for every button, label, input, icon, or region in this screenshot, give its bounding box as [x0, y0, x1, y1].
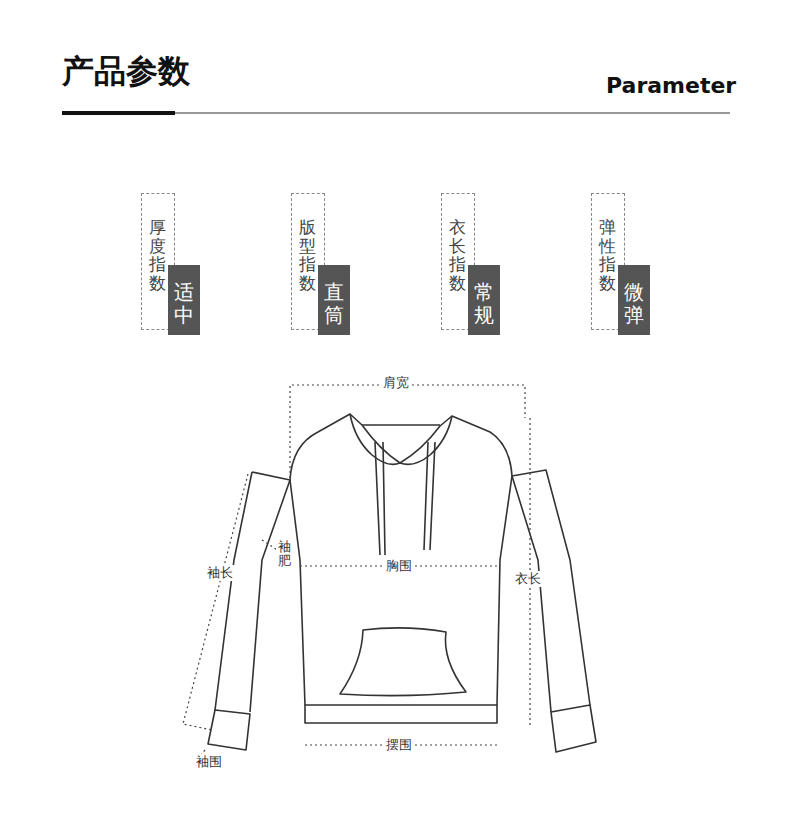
index-value: 适中 — [168, 265, 200, 335]
index-box: 版型指数直筒 — [291, 193, 325, 330]
index-value: 微弹 — [618, 265, 650, 335]
index-box: 衣长指数常规 — [441, 193, 475, 330]
rule-accent — [62, 111, 175, 115]
index-value: 直筒 — [318, 265, 350, 335]
dimension-label: 袖肥 — [276, 540, 293, 569]
index-value: 常规 — [468, 265, 500, 335]
subtitle: Parameter — [604, 73, 738, 99]
index-box: 厚度指数适中 — [141, 193, 175, 330]
measure-lines — [183, 385, 530, 756]
index-name: 厚度指数 — [149, 218, 166, 293]
dimension-label: 摆围 — [384, 737, 414, 753]
index-name: 衣长指数 — [449, 218, 466, 293]
hoodie-outline — [208, 414, 596, 752]
index-box: 弹性指数微弹 — [591, 193, 625, 330]
dimension-label: 肩宽 — [381, 375, 411, 391]
dimension-label: 袖长 — [205, 565, 235, 581]
dimension-label: 衣长 — [513, 571, 543, 587]
dimension-label: 袖围 — [194, 754, 224, 770]
dimension-label: 胸围 — [384, 558, 414, 574]
index-name: 弹性指数 — [599, 218, 616, 293]
page-title: 产品参数 — [62, 50, 190, 94]
index-name: 版型指数 — [299, 218, 316, 293]
